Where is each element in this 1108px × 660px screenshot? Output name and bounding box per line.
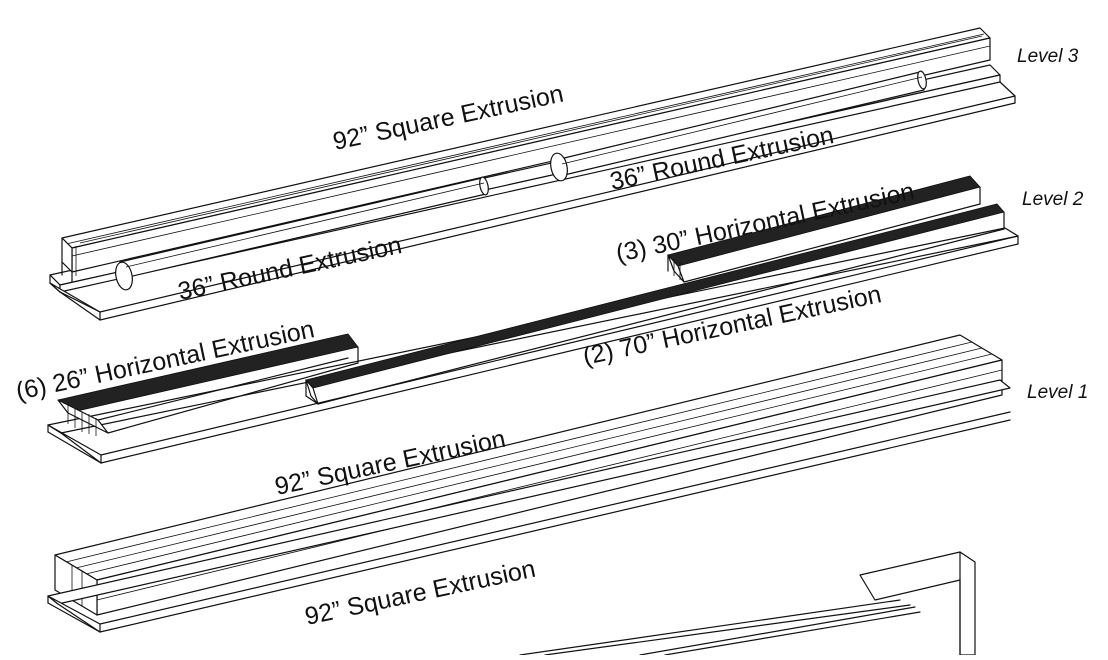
level2-horizontal-extrusion-26-stack (57, 333, 359, 436)
level1-assembly (47, 334, 1011, 633)
label-horizontal-extrusion-30: (3) 30” Horizontal Extrusion (613, 177, 916, 268)
level2-horizontal-extrusion-70-stack (305, 203, 1005, 405)
level3-assembly (49, 27, 1016, 321)
level2-assembly (47, 175, 1019, 464)
level3-round-extrusion-right (550, 70, 927, 182)
level3-square-extrusion (61, 27, 991, 283)
bottom-frame-structure (519, 551, 976, 656)
label-level-2: Level 2 (1022, 189, 1084, 210)
label-level-3: Level 3 (1017, 46, 1079, 67)
label-level-1: Level 1 (1027, 382, 1088, 403)
level3-round-extrusion-left (115, 176, 489, 291)
label-bottom-square-extrusion: 92” Square Extrusion (302, 555, 538, 631)
level2-horizontal-extrusion-30-stack (667, 175, 981, 283)
